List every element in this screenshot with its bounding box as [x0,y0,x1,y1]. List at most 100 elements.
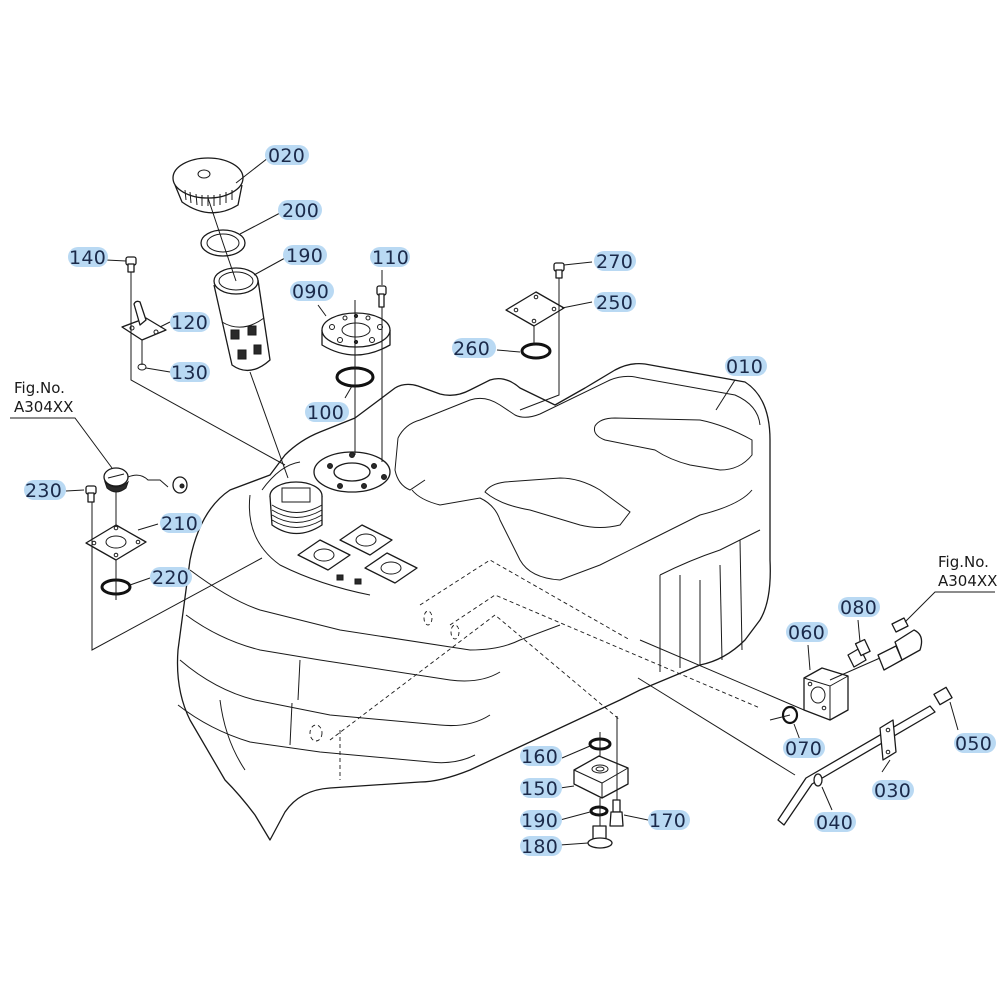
hose-joint[interactable] [847,638,871,668]
fuel-tank[interactable] [176,362,771,841]
callout-label[interactable]: 110 [370,247,410,269]
svg-text:010: 010 [726,356,763,378]
callout-label[interactable]: 190 [283,245,327,267]
svg-text:A304XX: A304XX [14,398,73,416]
sender-bolt[interactable] [85,485,97,503]
leader-lines [65,157,959,846]
mounting-pad [297,539,351,571]
svg-text:060: 060 [788,622,825,644]
mounting-flange-plate[interactable] [321,312,391,356]
mounting-pad [339,524,393,556]
fuel-level-sender[interactable] [103,467,188,494]
svg-text:Fig.No.: Fig.No. [14,379,65,397]
filler-cap[interactable] [172,157,244,214]
callout-label[interactable]: 030 [872,780,914,802]
outlet-flange[interactable] [803,667,849,721]
filler-strainer[interactable] [213,267,271,372]
drain-o-ring-lower[interactable] [589,805,609,817]
svg-text:040: 040 [816,812,853,834]
fig-ref-leader-right [904,591,995,623]
svg-text:Fig.No.: Fig.No. [938,553,989,571]
assembly-line [637,677,796,776]
svg-text:190: 190 [286,245,323,267]
figure-reference-left[interactable]: Fig.No. A304XX [14,379,73,416]
assembly-line [130,272,286,466]
callout-label[interactable]: 070 [783,738,825,760]
callout-label[interactable]: 190 [520,810,562,832]
svg-text:A304XX: A304XX [938,572,997,590]
callout-label[interactable]: 260 [452,338,496,360]
callout-label[interactable]: 140 [68,247,108,269]
fuel-cock[interactable] [877,617,923,671]
svg-text:070: 070 [785,738,822,760]
return-pipe-bracket[interactable] [121,300,167,341]
callout-label[interactable]: 220 [150,567,192,589]
svg-text:180: 180 [521,836,558,858]
assembly-line [207,197,289,479]
cover-bolt[interactable] [553,262,565,279]
svg-text:050: 050 [955,733,992,755]
svg-text:020: 020 [268,145,305,167]
callout-label[interactable]: 230 [24,480,66,502]
callout-label[interactable]: 080 [838,597,880,619]
callout-label[interactable]: 050 [954,733,996,755]
svg-text:110: 110 [372,247,409,269]
assembly-line [91,492,263,651]
svg-text:230: 230 [25,480,62,502]
callout-label[interactable]: 040 [814,812,856,834]
drain-bolt[interactable] [609,799,624,827]
pipe-band[interactable] [813,773,823,787]
callout-label[interactable]: 180 [520,836,562,858]
callout-label[interactable]: 060 [786,622,828,644]
drain-plug[interactable] [587,825,613,849]
socket-bolt[interactable] [376,285,387,308]
svg-text:160: 160 [521,746,558,768]
svg-text:120: 120 [171,312,208,334]
mounting-pad [364,552,418,584]
assembly-line [639,639,881,721]
callout-labels: 020 200 190 140 110 090 120 130 100 270 … [24,145,996,858]
svg-text:190: 190 [521,810,558,832]
sender-plate[interactable] [85,524,147,561]
fuel-pipe[interactable] [777,705,936,826]
assembly-line [519,278,560,411]
assembly-line [354,300,383,462]
callout-label[interactable]: 270 [594,251,636,273]
pipe-nut[interactable] [933,686,953,706]
callout-label[interactable]: 010 [725,356,767,378]
callout-label[interactable]: 120 [170,312,210,334]
svg-text:100: 100 [307,402,344,424]
cover-plate[interactable] [505,291,565,327]
callout-label[interactable]: 210 [160,513,202,535]
callout-label[interactable]: 160 [520,746,562,768]
svg-text:030: 030 [874,780,911,802]
svg-text:130: 130 [171,362,208,384]
svg-text:140: 140 [69,247,106,269]
cover-o-ring[interactable] [520,342,552,360]
svg-text:250: 250 [596,292,633,314]
assembly-line [599,716,618,826]
svg-text:150: 150 [521,778,558,800]
callout-label[interactable]: 130 [170,362,210,384]
callout-label[interactable]: 100 [305,402,349,424]
callout-label[interactable]: 020 [265,145,309,167]
svg-text:220: 220 [152,567,189,589]
figure-reference-right[interactable]: Fig.No. A304XX [938,553,997,590]
svg-text:090: 090 [292,281,329,303]
svg-text:170: 170 [649,810,686,832]
flange-o-ring[interactable] [781,705,799,725]
svg-text:080: 080 [840,597,877,619]
svg-text:260: 260 [453,338,490,360]
callout-label[interactable]: 200 [278,200,322,222]
svg-text:200: 200 [282,200,319,222]
callout-label[interactable]: 150 [520,778,562,800]
callout-label[interactable]: 170 [648,810,690,832]
callout-label[interactable]: 250 [594,292,636,314]
callout-label[interactable]: 090 [290,281,334,303]
svg-text:270: 270 [596,251,633,273]
fig-ref-leader-left [10,417,113,469]
bracket-bolt[interactable] [125,256,137,273]
drain-flange[interactable] [573,755,629,799]
svg-text:210: 210 [161,513,198,535]
